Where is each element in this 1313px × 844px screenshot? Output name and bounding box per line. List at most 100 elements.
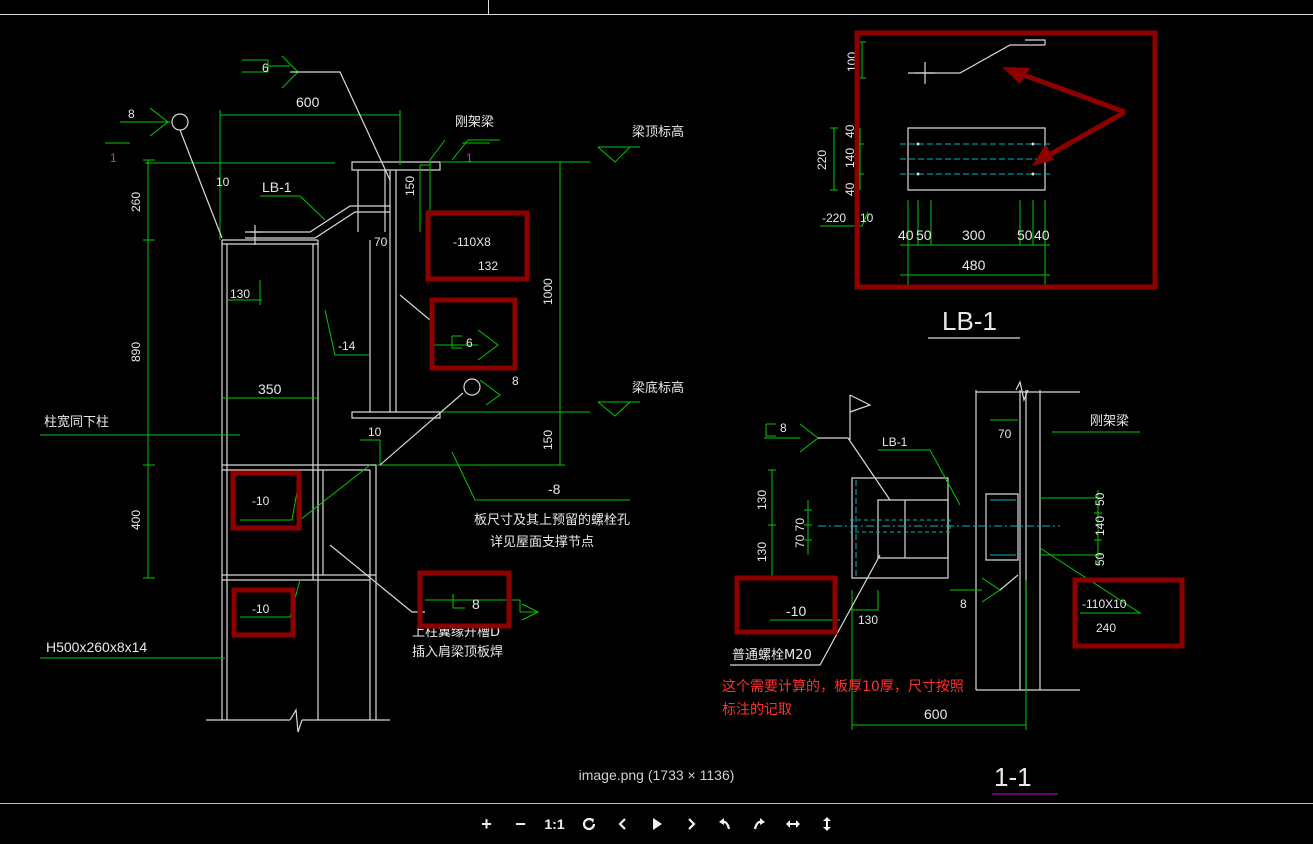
lb1-total-480: 480	[962, 257, 986, 273]
dim-10-mid: 10	[368, 425, 382, 439]
dim-260: 260	[129, 192, 143, 212]
plate-10b: -10	[252, 602, 270, 616]
sec-label-lb1: LB-1	[882, 435, 908, 449]
lb1-bot-50b: 50	[1017, 227, 1033, 243]
lb1-bot-50a: 50	[916, 227, 932, 243]
sec-dim-130b: 130	[755, 542, 769, 562]
rotate-icon	[582, 817, 595, 831]
label-beam-top-elevation: 梁顶标高	[632, 124, 684, 140]
lb1-title: LB-1	[942, 306, 997, 336]
play-icon	[652, 818, 662, 830]
rotate-right-button[interactable]	[742, 809, 776, 839]
sec-dim-70: 70	[998, 427, 1012, 441]
highlight-angle-l8	[417, 570, 512, 629]
section-mark-1-right: 1	[466, 151, 473, 165]
dim-1000: 1000	[541, 278, 555, 305]
rotate-button[interactable]	[572, 809, 606, 839]
flip-horizontal-button[interactable]	[776, 809, 810, 839]
label-beam-bottom-elevation: 梁底标高	[632, 380, 684, 396]
annotation-note-line2: 标注的记取	[722, 702, 792, 718]
sec-plate-110x10: -110X10	[1082, 597, 1127, 611]
previous-button[interactable]	[606, 809, 640, 839]
sec-dim-130a: 130	[755, 490, 769, 510]
flip-vertical-button[interactable]	[810, 809, 844, 839]
sec-weld-8: 8	[960, 597, 967, 611]
highlight-sec-plate-110x10	[1072, 577, 1185, 649]
vertical-arrows-icon	[822, 817, 831, 831]
column-section-label: H500x260x8x14	[46, 639, 147, 655]
highlight-lb1-detail	[854, 30, 1158, 290]
lb1-detail: 100 220 140 40 40 -220 10 40 50 300 50 4…	[815, 39, 1050, 339]
sec-dim-140: 140	[1093, 516, 1107, 536]
redo-arrow-icon	[753, 818, 765, 830]
label-frame-beam: 刚架梁	[455, 115, 494, 130]
image-caption: image.png (1733 × 1136)	[578, 767, 735, 783]
lb1-dim-140: 140	[843, 148, 857, 168]
dim-70: 70	[374, 235, 388, 249]
lb1-bot-40b: 40	[1034, 227, 1050, 243]
left-elevation: 6 600 8 1 1 刚架梁 梁顶标高 梁底标高 10 LB-1 260 15…	[40, 55, 684, 733]
label-column-width: 柱宽同下柱	[44, 414, 109, 430]
highlight-plate-10a	[230, 470, 302, 531]
lb1-bot-300: 300	[962, 227, 986, 243]
sec-dim-50a: 50	[1093, 492, 1107, 506]
lb1-dim-220: 220	[815, 150, 829, 170]
play-slideshow-button[interactable]	[640, 809, 674, 839]
top-tab-separator	[488, 0, 489, 14]
sec-dim-130c: 130	[858, 613, 878, 627]
chevron-right-icon	[687, 818, 696, 830]
highlight-plate-110x8	[425, 210, 530, 282]
weld-8-label: 8	[128, 107, 135, 121]
note-column-line2: 插入肩梁顶板焊	[412, 644, 503, 660]
dim-150-bot: 150	[541, 430, 555, 450]
red-arrow-top	[1009, 67, 1126, 115]
plate-10a: -10	[252, 494, 270, 508]
lb1-dim-10: 10	[860, 211, 874, 225]
top-divider	[0, 14, 1313, 15]
zoom-in-button[interactable]: +	[481, 813, 492, 834]
dim-600: 600	[296, 94, 320, 110]
sec-bolt-label: 普通螺栓M20	[732, 648, 812, 663]
column-outline	[221, 240, 319, 720]
plate-110x8: -110X8	[453, 235, 491, 249]
horizontal-arrows-icon	[785, 820, 800, 828]
highlight-weld-6	[429, 297, 518, 371]
rotate-left-button[interactable]	[708, 809, 742, 839]
note-column-line1: 上柱翼缘开槽D	[412, 625, 500, 640]
viewer-toolbar: + − 1:1	[0, 803, 1313, 844]
sec-dim-600: 600	[924, 706, 948, 722]
weld-6-label: 6	[262, 61, 269, 75]
section-1-1: 8 LB-1 70 刚架梁 130 70 70 130 50 140 50 -1…	[730, 380, 1142, 795]
dim-400: 400	[129, 510, 143, 530]
dim-10-top: 10	[216, 175, 230, 189]
zoom-out-button[interactable]: −	[515, 813, 526, 834]
next-button[interactable]	[674, 809, 708, 839]
sec-dim-7070: 70 70	[793, 518, 807, 548]
dim-150-top: 150	[403, 176, 417, 196]
sec-label-frame-beam: 刚架梁	[1090, 414, 1129, 429]
actual-size-button[interactable]: 1:1	[544, 816, 565, 832]
dim-890: 890	[129, 342, 143, 362]
red-arrow-bottom	[1038, 109, 1127, 163]
weld-c6-label: 6	[466, 336, 473, 350]
section-mark-1-left: 1	[110, 151, 117, 165]
plate-132: 132	[478, 259, 498, 273]
lb1-plate-220: -220	[822, 211, 846, 225]
undo-arrow-icon	[718, 818, 730, 830]
chevron-left-icon	[617, 818, 626, 830]
annotation-note-line1: 这个需要计算的，板厚10厚，尺寸按照	[722, 678, 964, 695]
sec-plate-10: -10	[786, 603, 806, 619]
note-bolt-line1: 板尺寸及其上预留的螺栓孔	[474, 512, 630, 528]
sec-plate-240: 240	[1096, 621, 1116, 635]
plate-14: -14	[338, 339, 356, 353]
sec-weld-c8: 8	[780, 421, 787, 435]
lb1-dim-40a: 40	[843, 124, 857, 138]
lb1-dim-40b: 40	[843, 182, 857, 196]
label-lb1: LB-1	[262, 179, 292, 195]
angle-l8-label: 8	[472, 596, 480, 612]
note-bolt-line2: 详见屋面支撑节点	[490, 535, 594, 550]
lb1-bot-40a: 40	[898, 227, 914, 243]
highlight-plate-10b	[231, 587, 296, 638]
